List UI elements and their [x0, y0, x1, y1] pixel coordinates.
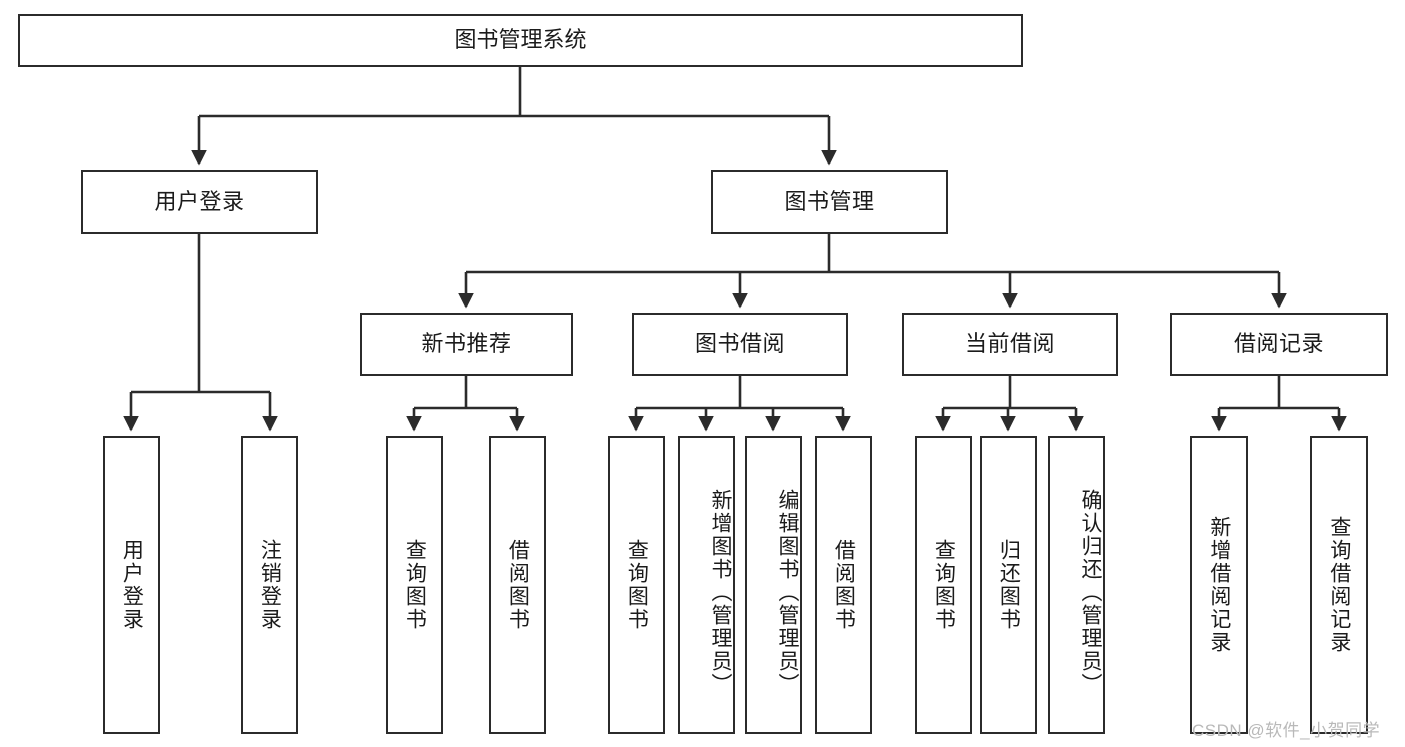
leaf-record-query-borrow-record[interactable]: 查询借阅记录 — [1310, 436, 1368, 734]
leaf-record-add-borrow-record[interactable]: 新增借阅记录 — [1190, 436, 1248, 734]
leaf-borrow-add-book-admin[interactable]: 新增图书（管理员） — [678, 436, 735, 734]
node-label: 当前借阅 — [964, 331, 1055, 357]
leaf-recommend-query-book[interactable]: 查询图书 — [386, 436, 443, 734]
node-user-login[interactable]: 用户登录 — [81, 170, 318, 234]
leaf-recommend-borrow-book[interactable]: 借阅图书 — [489, 436, 546, 734]
node-label: 查询图书 — [932, 539, 956, 631]
node-label: 用户登录 — [154, 188, 245, 214]
leaf-borrow-query-book[interactable]: 查询图书 — [608, 436, 665, 734]
node-borrow-record[interactable]: 借阅记录 — [1170, 313, 1388, 376]
node-label: 确认归还（管理员） — [1079, 488, 1102, 696]
node-current-borrow[interactable]: 当前借阅 — [902, 313, 1118, 376]
node-label: 用户登录 — [120, 539, 144, 631]
node-label: 编辑图书（管理员） — [776, 488, 799, 696]
node-label: 新书推荐 — [421, 331, 512, 357]
node-label: 新增图书（管理员） — [709, 488, 732, 696]
node-new-book-recommend[interactable]: 新书推荐 — [360, 313, 573, 376]
node-label: 新增借阅记录 — [1207, 516, 1231, 654]
node-label: 借阅图书 — [506, 539, 530, 631]
leaf-current-confirm-return-admin[interactable]: 确认归还（管理员） — [1048, 436, 1105, 734]
node-label: 查询图书 — [625, 539, 649, 631]
leaf-user-login[interactable]: 用户登录 — [103, 436, 160, 734]
node-book-borrow[interactable]: 图书借阅 — [632, 313, 848, 376]
leaf-user-logout[interactable]: 注销登录 — [241, 436, 298, 734]
node-book-management[interactable]: 图书管理 — [711, 170, 948, 234]
leaf-current-return-book[interactable]: 归还图书 — [980, 436, 1037, 734]
leaf-borrow-edit-book-admin[interactable]: 编辑图书（管理员） — [745, 436, 802, 734]
node-label: 查询借阅记录 — [1327, 516, 1351, 654]
node-root-book-management-system[interactable]: 图书管理系统 — [18, 14, 1023, 67]
leaf-current-query-book[interactable]: 查询图书 — [915, 436, 972, 734]
leaf-borrow-borrow-book[interactable]: 借阅图书 — [815, 436, 872, 734]
node-label: 借阅记录 — [1233, 331, 1324, 357]
node-label: 注销登录 — [258, 539, 282, 631]
node-label: 图书管理 — [784, 188, 875, 214]
node-label: 图书借阅 — [694, 331, 785, 357]
node-label: 归还图书 — [997, 539, 1021, 631]
node-label: 借阅图书 — [832, 539, 856, 631]
node-label: 图书管理系统 — [454, 27, 587, 53]
node-label: 查询图书 — [403, 539, 427, 631]
csdn-watermark: CSDN @软件_小贺同学 — [1192, 721, 1381, 740]
